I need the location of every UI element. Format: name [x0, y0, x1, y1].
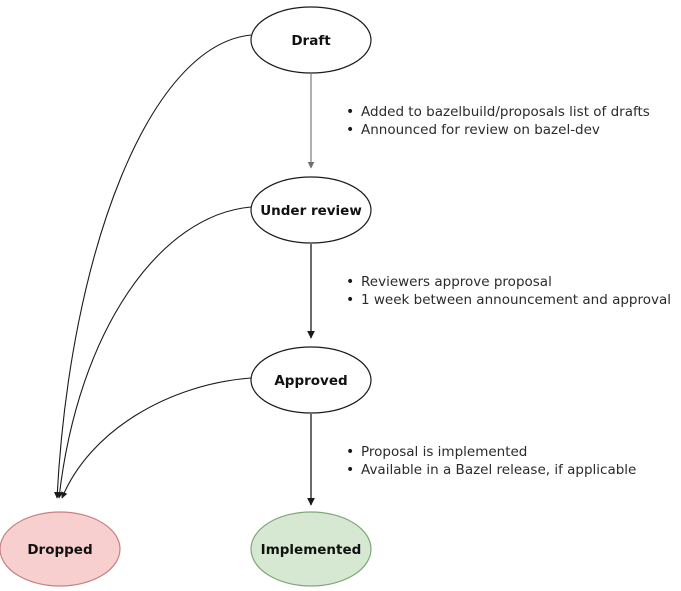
edge-draft-to-dropped [54, 34, 252, 499]
node-under-review-label: Under review [260, 203, 362, 219]
node-under-review-shape [250, 176, 372, 244]
edge-note-draft-to-under-review: Added to bazelbuild/proposals list of dr… [344, 103, 650, 139]
edge-note-list: Added to bazelbuild/proposals list of dr… [344, 103, 650, 139]
node-draft-shape [250, 6, 372, 74]
edge-note-item: Added to bazelbuild/proposals list of dr… [346, 103, 650, 121]
node-implemented-shape [250, 511, 372, 587]
node-approved-shape [250, 346, 372, 414]
edge-note-list: Proposal is implemented Available in a B… [344, 443, 636, 479]
edge-note-approved-to-implemented: Proposal is implemented Available in a B… [344, 443, 636, 479]
edge-under-review-to-dropped [56, 206, 252, 499]
node-dropped-label: Dropped [27, 542, 92, 558]
node-draft[interactable]: Draft [250, 6, 372, 74]
edge-note-item: Proposal is implemented [346, 443, 636, 461]
edge-note-item: Available in a Bazel release, if applica… [346, 461, 636, 479]
node-approved-label: Approved [274, 373, 347, 389]
node-dropped[interactable]: Dropped [0, 511, 121, 587]
node-under-review[interactable]: Under review [250, 176, 372, 244]
edge-note-item: Reviewers approve proposal [346, 273, 671, 291]
edge-note-item: Announced for review on bazel-dev [346, 121, 650, 139]
edge-note-list: Reviewers approve proposal 1 week betwee… [344, 273, 671, 309]
node-implemented-label: Implemented [261, 542, 362, 558]
edge-approved-to-dropped [61, 377, 252, 499]
edge-note-under-review-to-approved: Reviewers approve proposal 1 week betwee… [344, 273, 671, 309]
node-dropped-shape [0, 511, 121, 587]
node-approved[interactable]: Approved [250, 346, 372, 414]
node-draft-label: Draft [291, 33, 331, 49]
edge-note-item: 1 week between announcement and approval [346, 291, 671, 309]
node-implemented[interactable]: Implemented [250, 511, 372, 587]
